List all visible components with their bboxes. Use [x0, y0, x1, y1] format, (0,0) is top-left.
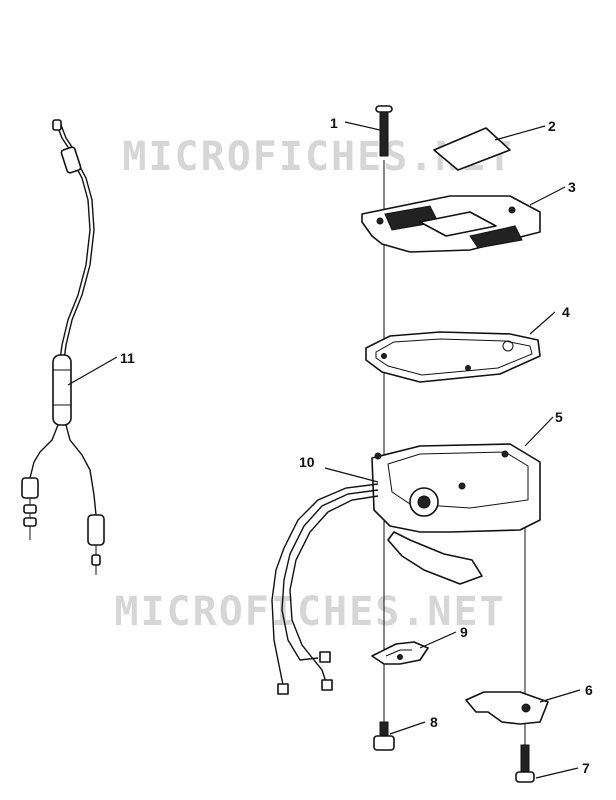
callout-8: 8 — [430, 714, 438, 730]
leader-4 — [529, 311, 556, 335]
part-1-screw — [375, 105, 393, 157]
leader-8 — [389, 721, 426, 735]
leader-9 — [419, 631, 457, 649]
part-11-cable — [21, 119, 105, 575]
leader-10 — [324, 467, 379, 483]
leader-7 — [535, 767, 579, 779]
callout-9: 9 — [460, 624, 468, 640]
part-4-gasket — [365, 331, 541, 383]
callout-10: 10 — [299, 454, 315, 470]
part-2-decal — [433, 127, 511, 171]
callout-5: 5 — [555, 409, 563, 425]
watermark-bottom: MICROFICHES.NET — [114, 589, 505, 635]
callout-4: 4 — [562, 304, 570, 320]
part-3-cover — [361, 195, 541, 253]
leader-5 — [524, 416, 554, 447]
leader-1 — [344, 121, 381, 131]
callout-11: 11 — [120, 350, 135, 366]
callout-3: 3 — [568, 179, 576, 195]
leader-11 — [67, 356, 118, 386]
part-10-wire-harness — [271, 483, 379, 695]
leader-3 — [529, 186, 566, 206]
leader-6 — [539, 689, 581, 703]
part-8-screw — [373, 721, 395, 751]
callout-1: 1 — [330, 115, 338, 131]
callout-2: 2 — [548, 118, 556, 134]
callout-7: 7 — [582, 760, 590, 776]
part-5-housing — [371, 443, 541, 585]
leader-2 — [494, 125, 546, 141]
part-7-screw — [515, 744, 535, 783]
part-6-clamp — [465, 691, 549, 725]
callout-6: 6 — [585, 682, 593, 698]
part-9-bracket — [371, 641, 429, 665]
